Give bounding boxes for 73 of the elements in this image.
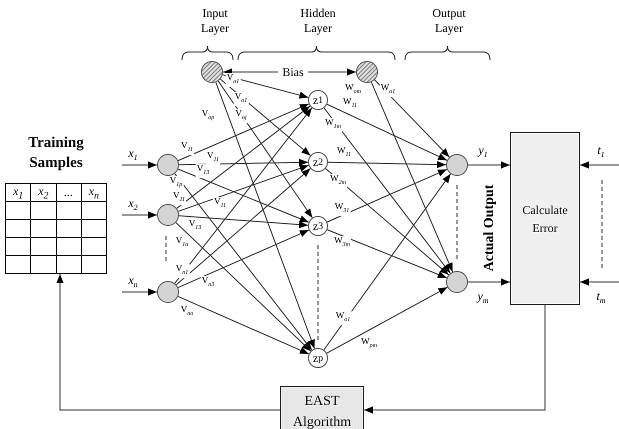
column-header: x$_{1}$ xyxy=(6,183,31,202)
weight-label: V$_{o1}$ xyxy=(234,92,248,106)
arrow xyxy=(468,278,510,286)
column-header: ... xyxy=(56,183,82,202)
arrow xyxy=(122,161,158,169)
arrow xyxy=(326,286,448,354)
weight-label: W$_{o1}$ xyxy=(380,83,396,97)
table-title: Training Samples xyxy=(27,134,85,173)
arrow xyxy=(174,107,312,284)
arrow xyxy=(178,158,308,166)
weight-label: V$_{1p}$ xyxy=(168,176,184,190)
arrow xyxy=(370,82,454,272)
arrow xyxy=(178,168,310,223)
arrow xyxy=(328,160,446,168)
arrow xyxy=(468,161,510,169)
arrow xyxy=(215,82,316,350)
arrow xyxy=(326,104,448,161)
weight-label: V$_{oj}$ xyxy=(234,109,248,123)
arrow xyxy=(218,80,313,218)
arrow xyxy=(222,68,278,76)
weight-label: W$_{o1}$ xyxy=(334,311,352,325)
arrow xyxy=(178,215,309,228)
weight-label: V$_{11}$ xyxy=(172,191,186,205)
arrow xyxy=(174,173,312,351)
process-box: EAST Algorithm xyxy=(280,386,364,429)
neuron-node xyxy=(157,281,179,303)
arrow xyxy=(178,296,310,354)
arrow xyxy=(176,106,311,209)
arrow xyxy=(323,173,452,350)
bias-node xyxy=(356,61,378,83)
arrow xyxy=(56,274,280,410)
weight-label: V$_{op}$ xyxy=(200,109,216,123)
weight-label: V$_{13}$ xyxy=(196,164,210,178)
weight-label: W$_{pm}$ xyxy=(360,337,378,351)
process-box: Calculate Error xyxy=(510,132,580,305)
arrow xyxy=(220,78,311,156)
neuron-node xyxy=(157,204,179,226)
layer-title: Input Layer xyxy=(200,6,230,36)
neuron-node xyxy=(446,271,468,293)
weight-label: V$_{11}$ xyxy=(180,141,194,155)
column-header: x$_{2}$ xyxy=(30,183,56,202)
arrow xyxy=(178,103,310,162)
weight-label: V$_{n1}$ xyxy=(174,264,190,278)
arrow xyxy=(326,168,448,222)
weight-label: W$_{31}$ xyxy=(334,202,350,216)
arrow xyxy=(175,222,312,352)
arrow xyxy=(580,278,619,286)
arrow xyxy=(364,304,546,414)
axis-title: Actual Output xyxy=(482,184,498,272)
arrow xyxy=(580,161,619,169)
arrow xyxy=(325,168,450,276)
weight-label: W$_{1m}$ xyxy=(324,118,342,132)
neuron-node xyxy=(157,154,179,176)
layer-title: Output Layer xyxy=(431,6,467,36)
layer-title: Hidden Layer xyxy=(299,6,337,36)
weight-label: V$_{11}$ xyxy=(206,151,220,165)
arrow xyxy=(178,164,310,212)
weight-label: W$_{2m}$ xyxy=(329,174,347,188)
arrow xyxy=(178,230,310,288)
bias-node xyxy=(201,61,223,83)
neuron-node xyxy=(446,154,468,176)
arrow xyxy=(308,68,356,76)
weight-label: V$_{o1}$ xyxy=(226,73,240,87)
arrow xyxy=(324,107,451,274)
arrow xyxy=(176,168,311,286)
column-header: x$_{n}$ xyxy=(81,183,106,202)
bias-label: Bias xyxy=(278,63,308,81)
arrow xyxy=(122,211,158,219)
weight-label: W$_{11}$ xyxy=(342,97,358,111)
arrow xyxy=(122,288,158,296)
arrow xyxy=(374,79,450,158)
arrow xyxy=(222,74,309,99)
arrow xyxy=(326,229,448,278)
